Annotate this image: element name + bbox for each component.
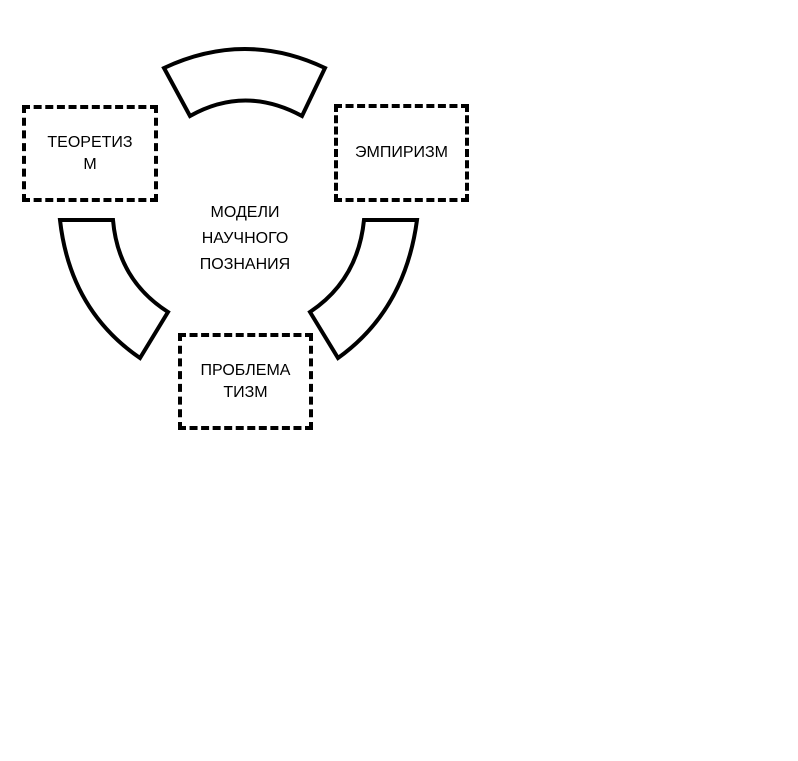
arc-connector-top — [161, 47, 328, 119]
center-label-line1: МОДЕЛИ — [210, 204, 280, 221]
problematism-label-line1: ПРОБЛЕМА — [200, 361, 291, 379]
theoretism-box: ТЕОРЕТИЗ М — [22, 105, 158, 202]
arc-connector-left — [57, 218, 171, 361]
empirism-box: ЭМПИРИЗМ — [334, 104, 469, 202]
arc-connector-right — [307, 218, 420, 361]
center-label-line2: НАУЧНОГО — [201, 230, 289, 247]
theoretism-label-line1: ТЕОРЕТИЗ — [47, 133, 133, 151]
center-label: МОДЕЛИ НАУЧНОГО ПОЗНАНИЯ — [170, 200, 320, 278]
theoretism-label-line2: М — [83, 155, 97, 173]
problematism-label-line2: ТИЗМ — [223, 383, 268, 401]
center-label-line3: ПОЗНАНИЯ — [199, 256, 291, 273]
empirism-label: ЭМПИРИЗМ — [355, 144, 448, 161]
problematism-box: ПРОБЛЕМА ТИЗМ — [178, 333, 313, 430]
